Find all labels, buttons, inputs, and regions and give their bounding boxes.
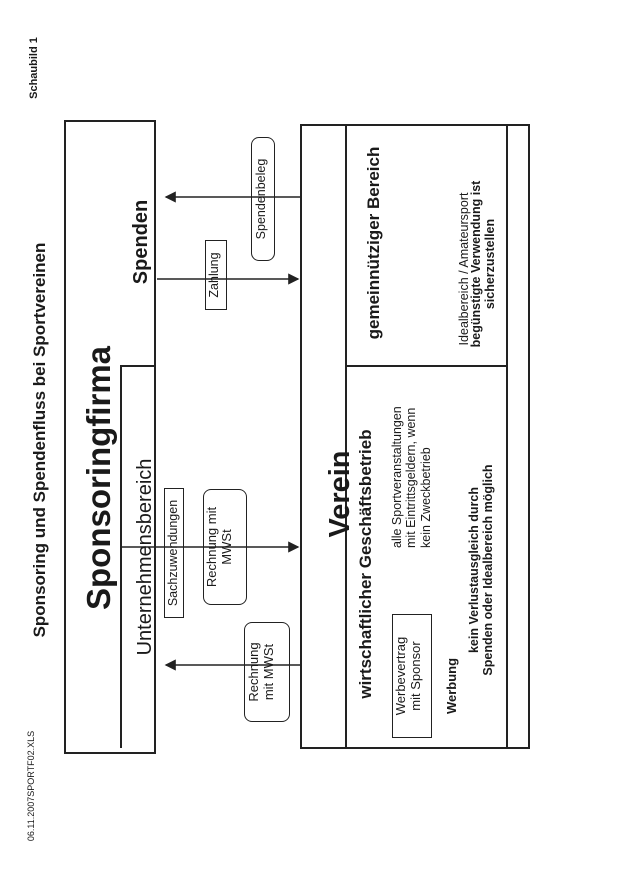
verlust-line-2: Spenden oder Idealbereich möglich [481,464,496,676]
detail-line-2: mit Eintrittsgeldern, wenn [404,407,419,548]
verein-right-divider [506,124,508,749]
zahlung-label: Zahlung [207,252,221,298]
beguenstigt-line-1: begünstigte Verwendung ist [469,180,483,348]
beguenstigt-line-2: sicherzustellen [483,218,498,310]
sachzuwendungen-box [164,488,184,618]
rechnung-lower-line-1: Rechnung [246,642,261,702]
werbevertrag-line-1: Werbevertrag [393,636,408,716]
unternehmensbereich-label: Unternehmensbereich [134,458,156,656]
zahlung-box [205,240,227,310]
werbevertrag-label: Werbevertrag mit Sponsor [393,621,430,731]
rechnung-mwst-upper-label: Rechnung mit MWSt [204,492,245,602]
detail-line-3: kein Zweckbetrieb [418,447,433,548]
figure-label: Schaubild 1 [28,37,40,99]
werbevertrag-line-2: mit Sponsor [407,641,423,711]
sponsor-frame [64,120,156,754]
rechnung-mwst-upper-box [203,489,247,605]
rechnung-upper-line-2: MWSt [218,529,234,565]
gemeinnuetziger-heading: gemeinnütziger Bereich [364,146,383,340]
detail-line-1: alle Sportveranstaltungen [390,406,404,548]
werbevertrag-box [392,614,432,738]
verein-inner-divider [345,124,347,749]
rechnung-mwst-lower-box [244,622,290,722]
unternehmensbereich-frame [120,365,156,748]
spendenbeleg-label: Spendenbeleg [254,158,268,240]
verlust-line-1: kein Verlustausgleich durch [467,486,481,654]
sachzuwendungen-label: Sachzuwendungen [166,499,180,607]
verlustausgleich-note: kein Verlustausgleich durch Spenden oder… [467,455,503,685]
werbung-label: Werbung [444,657,459,715]
page-title: Sponsoring und Spendenfluss bei Sportver… [30,242,49,638]
wirtschaftlicher-detail: alle Sportveranstaltungen mit Eintrittsg… [390,368,440,548]
verein-frame [300,124,530,749]
spendenbeleg-box [251,137,275,261]
rechnung-mwst-lower-label: Rechnung mit MWSt [246,622,287,722]
rechnung-upper-line-1: Rechnung mit [204,506,219,588]
verein-title: Verein [324,450,356,538]
verein-section-divider [345,365,507,367]
wirtschaftlicher-heading: wirtschaftlicher Geschäftsbetrieb [356,429,375,699]
rechnung-lower-line-2: mit MWSt [260,643,276,701]
file-reference: 06.11.2007SPORTF02.XLS [26,730,36,842]
spenden-label: Spenden [130,199,152,285]
beguenstigte-verwendung-note: begünstigte Verwendung ist sicherzustell… [469,164,505,364]
sponsoringfirma-title: Sponsoringfirma [80,345,117,610]
